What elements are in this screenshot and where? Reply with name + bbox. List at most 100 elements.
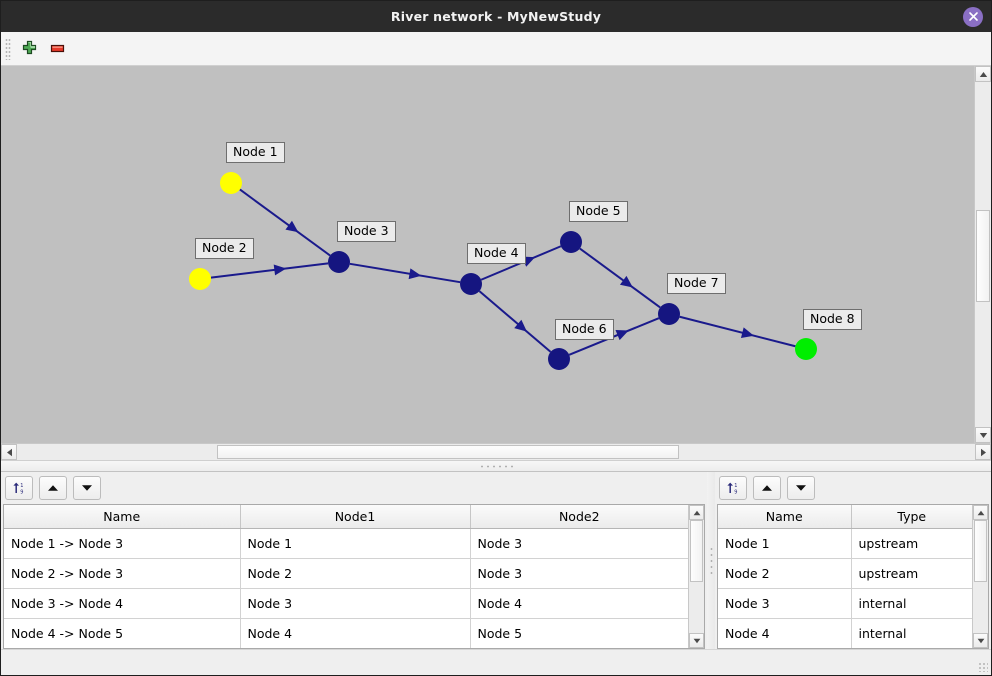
reaches-vscroll-track[interactable]	[689, 520, 704, 633]
nodes-vertical-scrollbar[interactable]	[972, 505, 988, 648]
graph-edge[interactable]	[349, 262, 461, 284]
table-cell[interactable]: internal	[851, 588, 972, 619]
table-cell[interactable]: Node 2	[240, 558, 471, 589]
graph-edge[interactable]	[568, 317, 660, 356]
triangle-left-icon	[6, 448, 12, 456]
canvas-hscroll-track[interactable]	[17, 444, 975, 460]
table-cell[interactable]: Node 4	[240, 618, 471, 648]
reaches-vscroll-thumb[interactable]	[690, 520, 703, 582]
nodes-scroll-down-button[interactable]	[973, 633, 988, 648]
remove-node-button[interactable]	[43, 35, 71, 63]
reaches-vertical-scrollbar[interactable]	[688, 505, 704, 648]
column-header-node2[interactable]: Node2	[470, 505, 688, 529]
graph-node-node-5[interactable]	[560, 231, 582, 253]
graph-edge[interactable]	[679, 315, 796, 348]
triangle-up-icon	[979, 71, 987, 77]
column-header-node1[interactable]: Node1	[240, 505, 471, 529]
scroll-right-button[interactable]	[975, 444, 991, 460]
reaches-move-up-button[interactable]	[39, 476, 67, 500]
graph-edge[interactable]	[579, 247, 661, 309]
graph-node-label-node-3[interactable]: Node 3	[337, 221, 396, 242]
canvas-vscroll-track[interactable]	[975, 82, 991, 427]
horizontal-splitter[interactable]	[1, 460, 991, 472]
graph-node-node-3[interactable]	[328, 251, 350, 273]
toolbar-drag-grip[interactable]	[5, 37, 11, 60]
graph-edge[interactable]	[210, 262, 329, 279]
table-cell[interactable]: internal	[851, 618, 972, 648]
table-cell[interactable]: Node 3	[718, 588, 852, 619]
arrow-up-icon	[48, 485, 58, 491]
graph-node-label-node-6[interactable]: Node 6	[555, 319, 614, 340]
table-cell[interactable]: Node 3	[240, 588, 471, 619]
graph-node-node-1[interactable]	[220, 172, 242, 194]
table-cell[interactable]: Node 4	[470, 588, 688, 619]
scroll-up-button[interactable]	[975, 66, 991, 82]
graph-edge[interactable]	[478, 290, 552, 353]
nodes-vscroll-thumb[interactable]	[974, 520, 987, 582]
table-cell[interactable]: Node 3	[470, 558, 688, 589]
nodes-move-down-button[interactable]	[787, 476, 815, 500]
table-cell[interactable]: Node 5	[470, 618, 688, 648]
table-cell[interactable]: Node 1	[240, 528, 471, 559]
reaches-move-down-button[interactable]	[73, 476, 101, 500]
graph-node-label-node-1[interactable]: Node 1	[226, 142, 285, 163]
graph-node-label-node-4[interactable]: Node 4	[467, 243, 526, 264]
graph-node-label-node-7[interactable]: Node 7	[667, 273, 726, 294]
canvas-hscroll-thumb[interactable]	[217, 445, 679, 459]
scroll-left-button[interactable]	[1, 444, 17, 460]
canvas-vscroll-thumb[interactable]	[976, 210, 990, 302]
graph-node-node-6[interactable]	[548, 348, 570, 370]
graph-node-label-node-8[interactable]: Node 8	[803, 309, 862, 330]
graph-node-node-4[interactable]	[460, 273, 482, 295]
add-node-button[interactable]	[15, 35, 43, 63]
svg-text:1: 1	[734, 483, 737, 489]
nodes-vscroll-track[interactable]	[973, 520, 988, 633]
canvas-horizontal-scrollbar[interactable]	[1, 443, 991, 460]
table-cell[interactable]: upstream	[851, 528, 972, 559]
column-header-name[interactable]: Name	[4, 505, 241, 529]
table-cell[interactable]: Node 4 -> Node 5	[4, 618, 241, 648]
scroll-down-button[interactable]	[975, 427, 991, 443]
nodes-move-up-button[interactable]	[753, 476, 781, 500]
close-button[interactable]	[963, 6, 983, 27]
window-resize-grip[interactable]	[978, 662, 988, 672]
nodes-scroll-up-button[interactable]	[973, 505, 988, 520]
graph-node-label-node-5[interactable]: Node 5	[569, 201, 628, 222]
vertical-splitter[interactable]	[707, 472, 715, 649]
column-header-name[interactable]: Name	[718, 505, 852, 529]
canvas-vertical-scrollbar[interactable]	[974, 66, 991, 443]
table-cell[interactable]: Node 1 -> Node 3	[4, 528, 241, 559]
table-cell[interactable]: Node 2	[718, 558, 852, 589]
graph-edge[interactable]	[239, 188, 331, 257]
reaches-sort-button[interactable]: 1 9	[5, 476, 33, 500]
graph-node-label-node-2[interactable]: Node 2	[195, 238, 254, 259]
graph-node-node-7[interactable]	[658, 303, 680, 325]
reaches-scroll-up-button[interactable]	[689, 505, 704, 520]
table-cell[interactable]: Node 3	[470, 528, 688, 559]
column-header-type[interactable]: Type	[851, 505, 972, 529]
table-cell[interactable]: Node 2 -> Node 3	[4, 558, 241, 589]
table-cell[interactable]: Node 1	[718, 528, 852, 559]
table-cell[interactable]: upstream	[851, 558, 972, 589]
reaches-scroll-down-button[interactable]	[689, 633, 704, 648]
table-cell[interactable]: Node 3 -> Node 4	[4, 588, 241, 619]
network-graph-canvas[interactable]: Node 1 Node 2 Node 3 Node 4 Node 5 Node 6 Node…	[1, 66, 974, 443]
triangle-down-icon	[977, 638, 984, 643]
graph-node-node-8[interactable]	[795, 338, 817, 360]
splitter-grip	[479, 464, 513, 468]
nodes-sort-button[interactable]: 1 9	[719, 476, 747, 500]
table-cell[interactable]: Node 4	[718, 618, 852, 648]
graph-node-node-2[interactable]	[189, 268, 211, 290]
